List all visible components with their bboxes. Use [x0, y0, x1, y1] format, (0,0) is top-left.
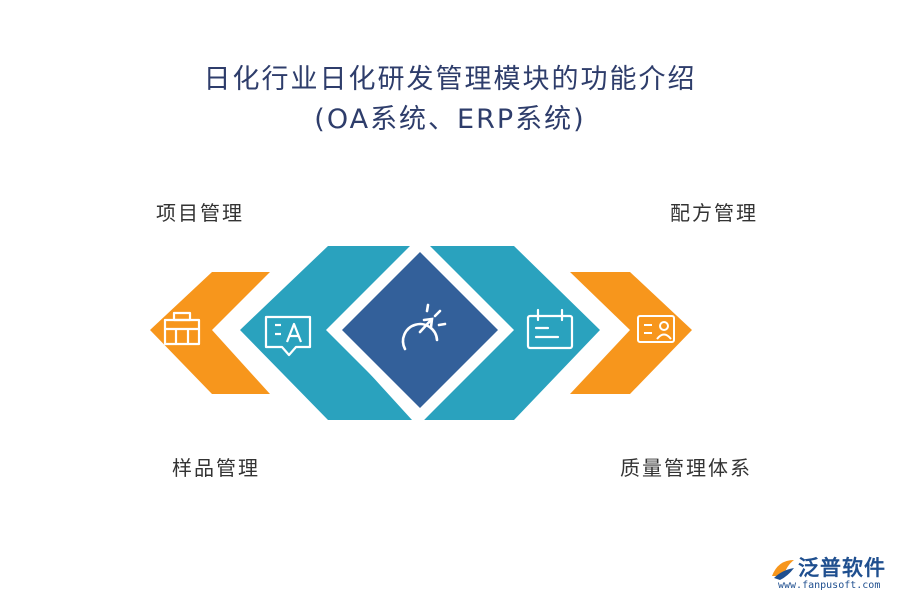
text-chat-icon [264, 315, 312, 357]
dashboard-speed-icon [401, 303, 447, 351]
left-orange-chevron [150, 272, 270, 394]
profile-card-icon [637, 315, 675, 343]
label-formula-management: 配方管理 [670, 201, 758, 225]
right-teal-chevron [424, 246, 600, 420]
title-line-1: 日化行业日化研发管理模块的功能介绍 [203, 64, 697, 95]
label-quality-system: 质量管理体系 [620, 456, 752, 480]
fanpu-logo-icon [772, 560, 794, 580]
title-line-2: (OA系统、ERP系统) [314, 104, 586, 135]
toolbox-icon [163, 311, 201, 346]
page-title: 日化行业日化研发管理模块的功能介绍 (OA系统、ERP系统) [0, 60, 900, 140]
label-project-management: 项目管理 [156, 201, 244, 225]
right-orange-chevron [570, 272, 692, 394]
calendar-icon [526, 308, 574, 350]
center-diamond [342, 252, 498, 408]
label-sample-management: 样品管理 [172, 456, 260, 480]
brand-logo: 泛普软件 www.fanpusoft.com [768, 550, 898, 598]
logo-url: www.fanpusoft.com [778, 580, 881, 591]
logo-name: 泛普软件 [798, 556, 886, 580]
